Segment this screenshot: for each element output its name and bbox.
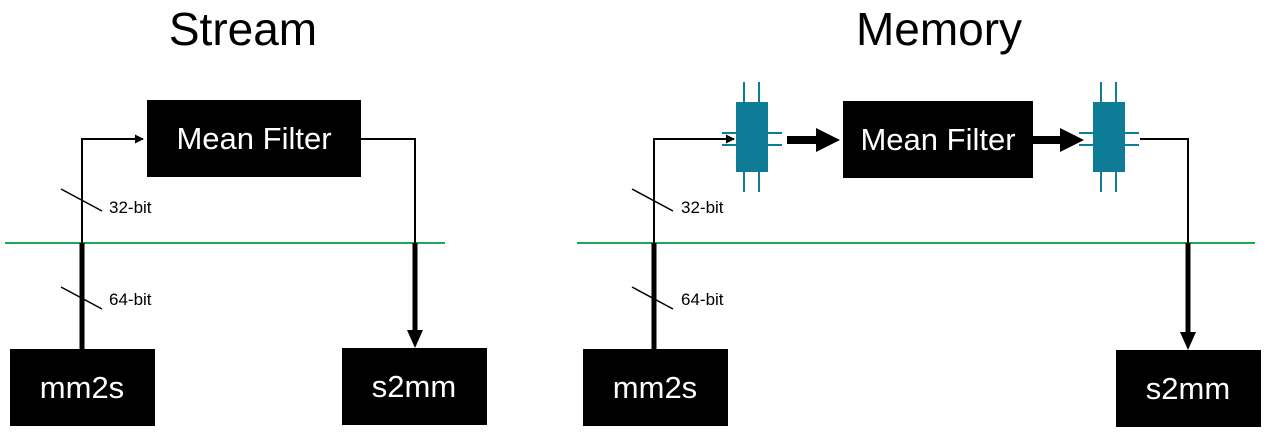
stream-output-wire-32bit: [361, 138, 416, 243]
stream-mm2s-box: [10, 349, 155, 426]
memory-upper-width-label: 32-bit: [681, 198, 724, 217]
memory-mean-filter-box: [843, 101, 1033, 178]
stream-width-tick-lower: [60, 286, 103, 310]
memory-width-tick-upper: [631, 188, 674, 212]
memory-mean-filter-label: Mean Filter: [860, 122, 1015, 157]
memory-lower-width-label: 64-bit: [681, 290, 724, 309]
memory-title: Memory: [856, 3, 1022, 55]
memory-input-wire-32bit: [653, 134, 735, 243]
stream-lower-width-label: 64-bit: [109, 290, 152, 309]
stream-mean-filter-box: [147, 100, 361, 177]
memory-diagram: Memory Mean Filter: [577, 3, 1261, 427]
stream-width-tick-upper: [60, 188, 103, 212]
memory-s2mm-label: s2mm: [1146, 371, 1230, 406]
stream-mm2s-label: mm2s: [40, 370, 124, 405]
stream-s2mm-label: s2mm: [372, 369, 456, 404]
stream-input-wire-32bit: [81, 134, 144, 243]
memory-mm2s-label: mm2s: [613, 370, 697, 405]
memory-input-buffer-icon: [722, 82, 782, 192]
memory-width-tick-lower: [631, 286, 674, 310]
stream-s2mm-box: [342, 348, 487, 425]
memory-output-wire-32bit: [1140, 138, 1189, 243]
memory-mm2s-box: [583, 349, 728, 426]
memory-filter-to-buffer-arrowhead: [1060, 128, 1084, 152]
memory-buffer-to-filter-arrowhead: [816, 128, 840, 152]
memory-output-arrowhead: [1180, 332, 1196, 350]
stream-diagram: Stream 32-bit 64-bit Mean Filter mm2s s2…: [5, 3, 487, 426]
stream-output-arrowhead: [407, 330, 423, 348]
stream-mean-filter-label: Mean Filter: [176, 121, 331, 156]
memory-output-buffer-icon: [1079, 82, 1139, 192]
stream-title: Stream: [169, 3, 317, 55]
memory-s2mm-box: [1116, 350, 1261, 427]
stream-upper-width-label: 32-bit: [109, 198, 152, 217]
